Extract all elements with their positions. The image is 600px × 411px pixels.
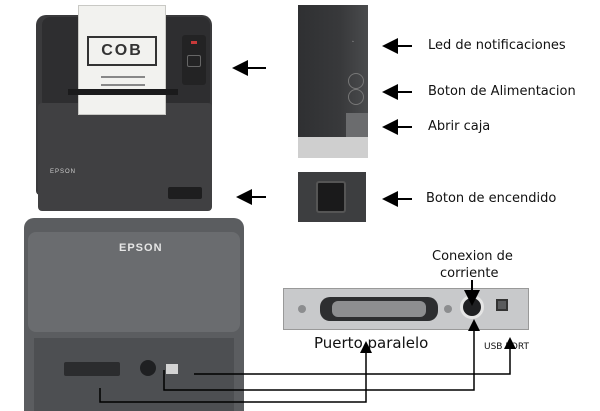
- printer-brand: EPSON: [119, 242, 163, 254]
- screw-icon: [444, 305, 452, 313]
- power-switch: [316, 181, 346, 213]
- closeup-feed-button: [348, 73, 364, 89]
- label-power-connection-1: Conexion de: [432, 249, 513, 264]
- printer-back-photo: EPSON: [24, 218, 244, 411]
- usb-port-photo: [166, 364, 178, 374]
- printer-cover: [28, 232, 240, 332]
- printer-brand: EPSON: [50, 169, 77, 175]
- parallel-connector-pins: [332, 301, 426, 317]
- closeup-power-button: [348, 89, 364, 105]
- switch-cutout: [168, 187, 202, 199]
- power-connector-icon: [460, 295, 484, 319]
- label-power-connection-2: corriente: [440, 266, 499, 281]
- receipt-paper: COB: [78, 5, 166, 115]
- receipt-logo: COB: [87, 36, 157, 66]
- screw-icon: [298, 305, 306, 313]
- closeup-label: ◦: [352, 39, 354, 45]
- paper-slot: [68, 89, 178, 95]
- label-usb-port: USB PORT: [484, 342, 529, 352]
- power-port-photo: [140, 360, 156, 376]
- usb-connector-icon: [496, 299, 508, 311]
- back-panel-closeup: [283, 288, 529, 330]
- power-button-small: [187, 55, 201, 67]
- parallel-port-photo: [64, 362, 120, 376]
- led-indicator: [191, 41, 197, 44]
- button-closeup-photo: ◦: [298, 5, 368, 158]
- receipt-line: [101, 84, 145, 86]
- label-parallel-port: Puerto paralelo: [314, 334, 429, 352]
- closeup-bottom: [298, 137, 368, 158]
- printer-top-photo: COB EPSON: [32, 5, 216, 215]
- drawer-release: [346, 113, 368, 137]
- label-led: Led de notificaciones: [428, 38, 566, 53]
- label-on-switch: Boton de encendido: [426, 191, 557, 206]
- label-open-drawer: Abrir caja: [428, 119, 491, 134]
- button-panel: [182, 35, 206, 85]
- receipt-line: [101, 76, 145, 78]
- switch-closeup-photo: [298, 172, 366, 222]
- label-power-button: Boton de Alimentacion: [428, 84, 576, 99]
